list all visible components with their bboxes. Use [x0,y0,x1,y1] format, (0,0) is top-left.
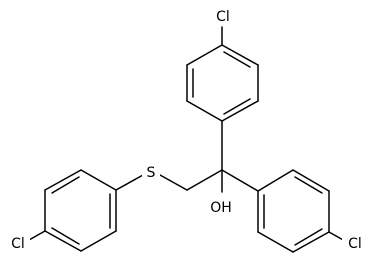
central-carbon-bonds [186,120,259,193]
bond [257,231,294,253]
label-mask [342,235,366,253]
thioether-linker [115,174,188,191]
bond [257,169,294,192]
chlorine-left-label: Cl [11,236,25,252]
double-bond-inner [223,51,251,68]
double-bond-inner [294,228,323,246]
bond [80,230,117,252]
bond [221,169,259,192]
double-bond-inner [51,176,80,194]
double-bond-inner [294,176,323,194]
bond [186,44,223,66]
label-mask [142,165,160,183]
bond [28,230,46,241]
right-chlorophenyl-ring [257,169,346,253]
left-chlorophenyl-ring [28,169,117,252]
top-chlorophenyl-ring [186,26,259,122]
bond [292,231,330,253]
bond [159,174,188,191]
double-bond-inner [223,98,251,115]
bond [44,230,82,252]
sulfur-label: S [147,165,156,181]
bond [186,100,223,122]
chlorine-top-label: Cl [216,9,230,25]
bond [221,100,259,122]
bond [44,169,82,191]
bond [115,174,144,191]
label-mask [6,235,30,253]
bond [80,169,117,191]
double-bond-inner [51,227,80,245]
label-mask [208,198,236,218]
chlorine-right-label: Cl [348,236,362,252]
label-mask [212,8,234,26]
hydroxyl-label: OH [210,200,232,216]
bond [186,169,223,191]
bond [292,169,330,192]
bond [221,44,259,66]
